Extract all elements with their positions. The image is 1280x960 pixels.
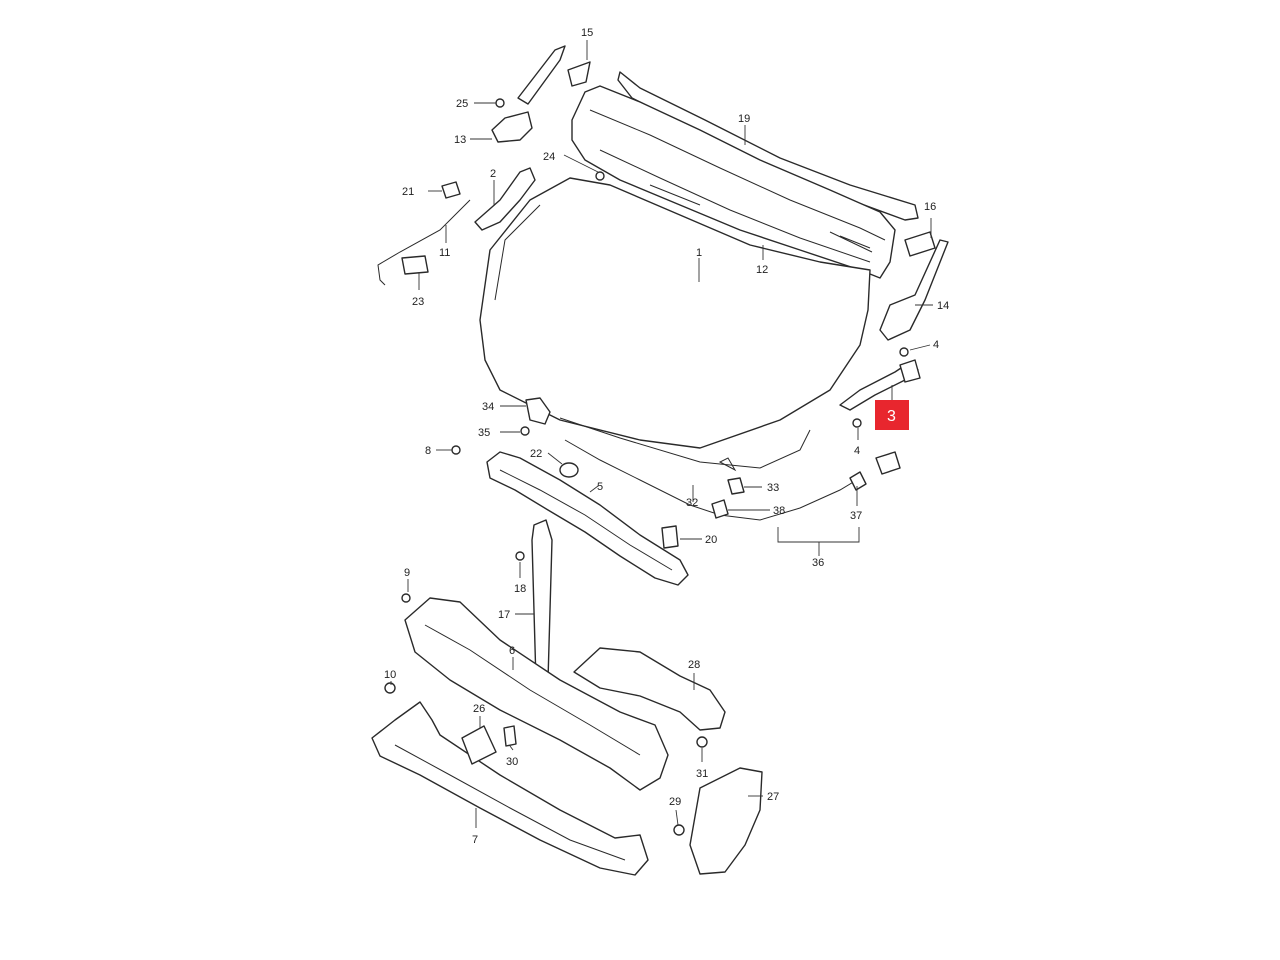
callout-31[interactable]: 31 <box>696 768 708 780</box>
callout-21[interactable]: 21 <box>402 186 414 198</box>
clip-38[interactable] <box>711 499 729 519</box>
clip-30[interactable] <box>503 725 517 747</box>
nut-4-upper[interactable] <box>899 347 909 357</box>
callout-18[interactable]: 18 <box>514 583 526 595</box>
callout-7[interactable]: 7 <box>472 834 478 846</box>
highlight-badge-label: 3 <box>887 408 896 425</box>
bolt-25[interactable] <box>495 98 505 108</box>
callout-34[interactable]: 34 <box>482 401 494 413</box>
highlight-badge-3[interactable]: 3 <box>875 400 909 430</box>
callout-11[interactable]: 11 <box>439 247 450 259</box>
hinge-arm-15[interactable] <box>517 45 591 105</box>
clip-31[interactable] <box>696 736 708 748</box>
release-handle-37[interactable] <box>849 451 901 491</box>
callout-27[interactable]: 27 <box>767 791 779 803</box>
radiator-stay-17[interactable] <box>531 519 553 683</box>
callout-15[interactable]: 15 <box>581 27 593 39</box>
hinge-bracket-13[interactable] <box>491 111 533 143</box>
cowl-panel[interactable] <box>571 85 896 279</box>
callout-26[interactable]: 26 <box>473 703 485 715</box>
lock-support-5[interactable] <box>486 451 689 586</box>
bumper-stop-22[interactable] <box>559 462 579 478</box>
callout-2[interactable]: 2 <box>490 168 496 180</box>
cowl-end-cap-16[interactable] <box>904 231 936 257</box>
clip-29[interactable] <box>673 824 685 836</box>
callout-20[interactable]: 20 <box>705 534 717 546</box>
highlight-badge-bg <box>875 400 909 430</box>
bumper-reinforcement-6[interactable] <box>404 597 669 791</box>
leader-lines <box>390 40 933 828</box>
callout-37[interactable]: 37 <box>850 510 862 522</box>
air-guide-28[interactable] <box>573 647 726 731</box>
hood-lock-34[interactable] <box>525 397 551 425</box>
callout-22[interactable]: 22 <box>530 448 542 460</box>
callout-35[interactable]: 35 <box>478 427 490 439</box>
hood-panel[interactable] <box>479 177 871 472</box>
hinge-arm-14[interactable] <box>879 239 949 341</box>
callout-24[interactable]: 24 <box>543 151 555 163</box>
callout-9[interactable]: 9 <box>404 567 410 579</box>
bolt-35[interactable] <box>520 426 530 436</box>
callout-4-upper[interactable]: 4 <box>933 339 939 351</box>
callout-36[interactable]: 36 <box>812 557 824 569</box>
hood-hinge-right[interactable] <box>839 359 921 411</box>
nut-4-lower[interactable] <box>852 418 862 428</box>
callout-33[interactable]: 33 <box>767 482 779 494</box>
callout-29[interactable]: 29 <box>669 796 681 808</box>
callout-38[interactable]: 38 <box>773 505 785 517</box>
energy-absorber-7[interactable] <box>371 701 649 876</box>
rod-holder-23[interactable] <box>401 255 429 275</box>
splash-guard-27[interactable] <box>689 767 763 875</box>
buffer-20[interactable] <box>661 525 679 549</box>
callout-13[interactable]: 13 <box>454 134 466 146</box>
hood-hinge-left[interactable] <box>474 167 536 231</box>
bolt-10[interactable] <box>384 682 396 694</box>
callout-30[interactable]: 30 <box>506 756 518 768</box>
callout-6[interactable]: 6 <box>509 645 515 657</box>
callout-10[interactable]: 10 <box>384 669 396 681</box>
callout-4-lower[interactable]: 4 <box>854 445 860 457</box>
bolt-18[interactable] <box>515 551 525 561</box>
rod-clip-21[interactable] <box>441 181 461 199</box>
callout-19[interactable]: 19 <box>738 113 750 125</box>
clip-33[interactable] <box>727 477 745 495</box>
hood-support-rod[interactable] <box>377 199 471 286</box>
bolt-9[interactable] <box>401 593 411 603</box>
bracket-26[interactable] <box>461 725 497 765</box>
callout-32[interactable]: 32 <box>686 497 698 509</box>
callout-23[interactable]: 23 <box>412 296 424 308</box>
bolt-8[interactable] <box>451 445 461 455</box>
callout-12[interactable]: 12 <box>756 264 768 276</box>
callout-14[interactable]: 14 <box>937 300 949 312</box>
callout-25[interactable]: 25 <box>456 98 468 110</box>
callout-16[interactable]: 16 <box>924 201 936 213</box>
callout-1[interactable]: 1 <box>696 247 702 259</box>
callout-5[interactable]: 5 <box>597 481 603 493</box>
callout-17[interactable]: 17 <box>498 609 510 621</box>
callout-8[interactable]: 8 <box>425 445 431 457</box>
callout-28[interactable]: 28 <box>688 659 700 671</box>
screw-24[interactable] <box>595 171 605 181</box>
